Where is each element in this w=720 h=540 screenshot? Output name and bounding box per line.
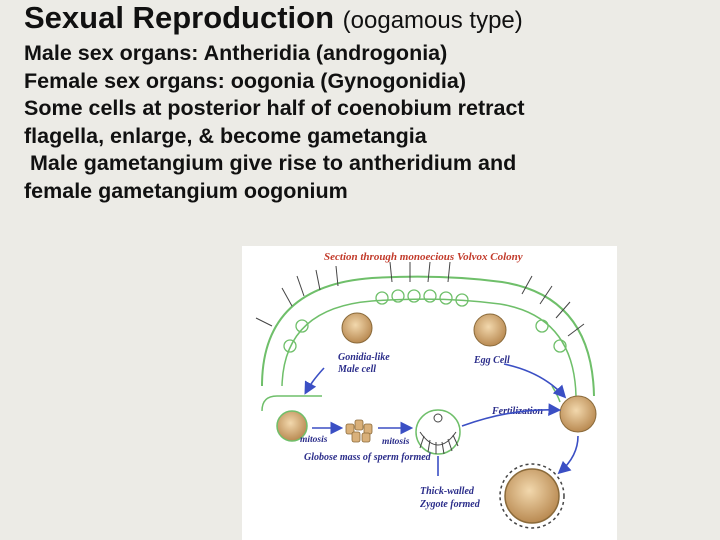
text-line: Female sex organs: oogonia (Gynogonidia): [24, 68, 466, 93]
label-zygote-formed: Zygote formed: [419, 499, 481, 510]
colony-wall-inner: [281, 298, 577, 397]
slide-title: Sexual Reproduction (oogamous type): [24, 0, 523, 39]
label-gonidia-like: Gonidia-like: [338, 352, 390, 363]
text-line: Male sex organs: Antheridia (androgonia): [24, 41, 448, 65]
volvox-diagram: Section through monoecious Volvox Colony: [242, 246, 617, 540]
egg-cell: [473, 313, 507, 347]
title-subtitle: (oogamous type): [342, 7, 523, 34]
label-sperm-mass: Globose mass of sperm formed: [304, 452, 432, 463]
thick-walled-zygote: [499, 463, 565, 529]
male-gonidium: [341, 312, 373, 344]
colony-wall: [261, 275, 595, 397]
body-text: Male sex organs: Antheridia (androgonia)…: [24, 40, 525, 205]
text-line: Some cells at posterior half of coenobiu…: [24, 96, 525, 120]
text-line: flagella, enlarge, & become gametangia: [24, 123, 427, 148]
label-mitosis-2: mitosis: [382, 437, 410, 447]
fertilized-egg: [559, 395, 597, 433]
surface-cells: [283, 289, 567, 353]
sperm-mass: [415, 409, 461, 455]
flagella: [255, 261, 585, 337]
label-mitosis-1: mitosis: [300, 435, 328, 445]
lower-wall-left: [261, 395, 322, 412]
text-line: Male gametangium give rise to antheridiu…: [24, 151, 517, 175]
figure-caption: Section through monoecious Volvox Colony: [324, 251, 523, 263]
dividing-cells: [345, 419, 373, 443]
process-arrows: [304, 363, 579, 476]
title-main: Sexual Reproduction: [24, 0, 335, 35]
label-egg-cell: Egg Cell: [473, 355, 510, 366]
mitosis-cell-1: [276, 410, 308, 442]
label-thick-walled: Thick-walled: [420, 486, 475, 497]
text-line: female gametangium oogonium: [24, 178, 348, 203]
label-male-cell: Male cell: [337, 364, 376, 375]
